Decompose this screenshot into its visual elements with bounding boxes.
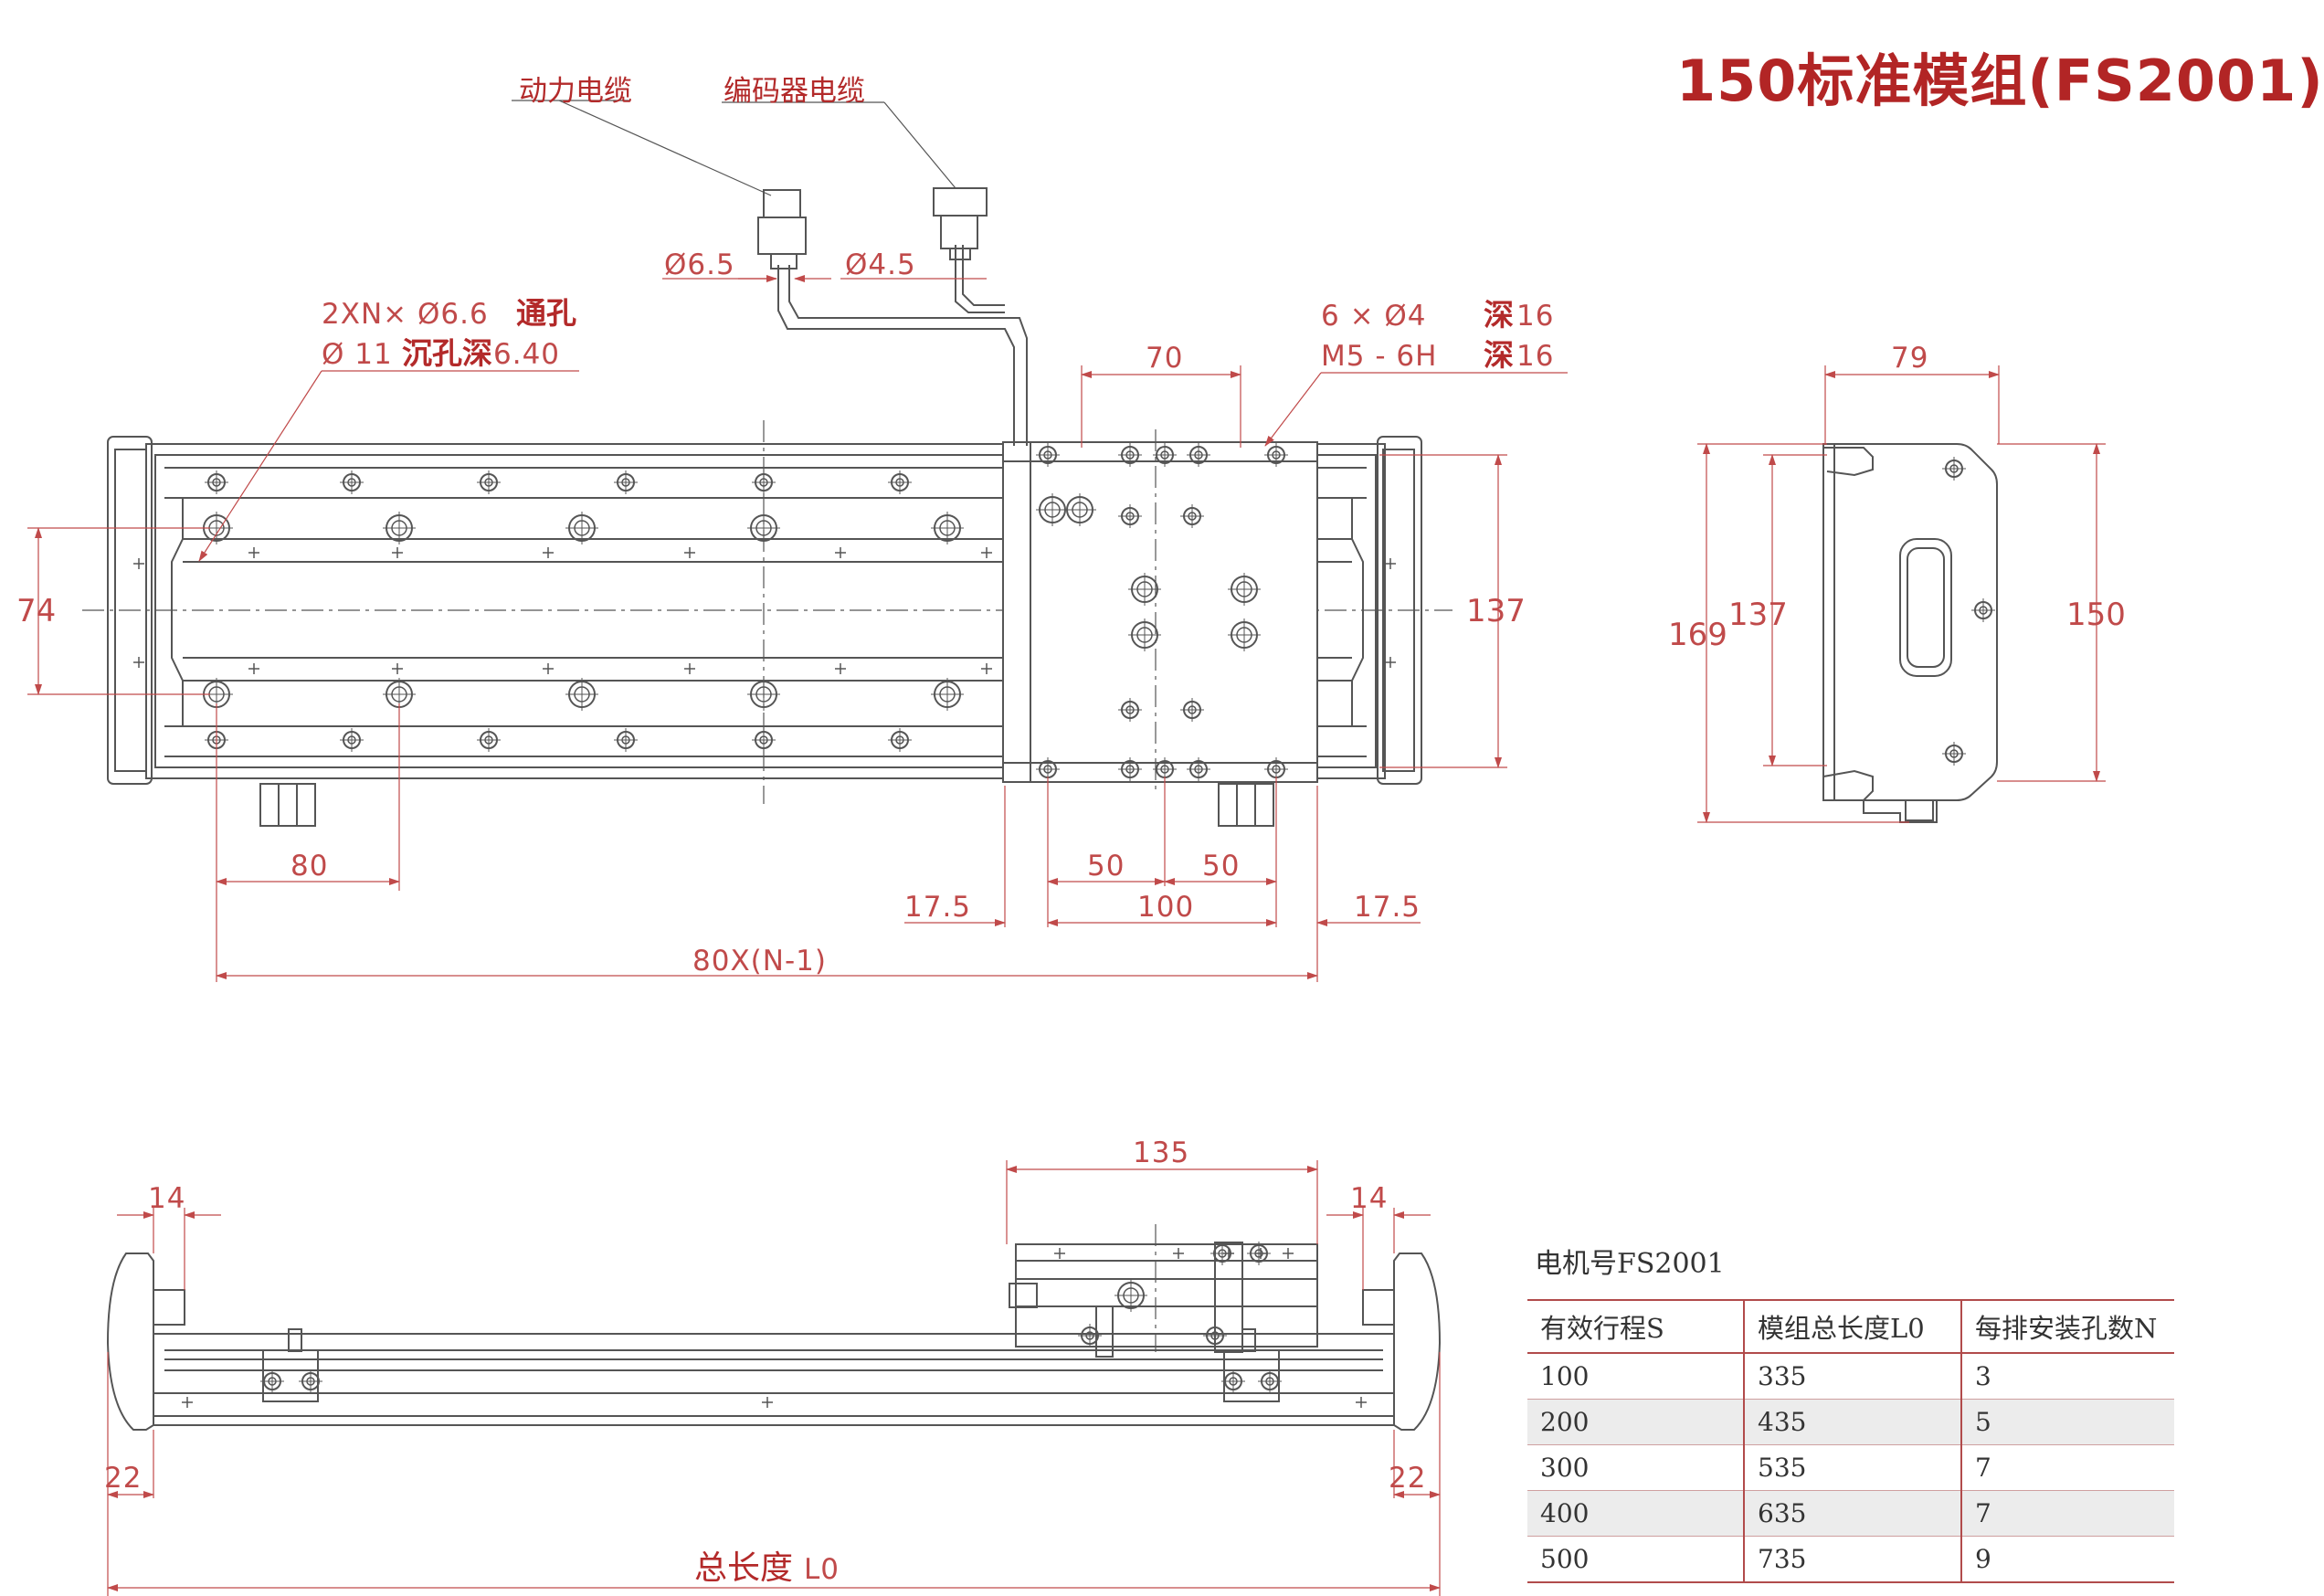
cell-holes: 3 bbox=[1960, 1353, 2174, 1400]
end-view-holes bbox=[1941, 456, 1996, 766]
cell-stroke: 500 bbox=[1527, 1536, 1744, 1583]
thread-note-1c: 16 bbox=[1516, 300, 1554, 333]
header-holes: 每排安装孔数N bbox=[1960, 1299, 2174, 1354]
technical-drawing: 动力电缆 编码器电缆 Ø6.5 Ø4.5 2XN× Ø6.6 通孔 Ø 11 沉… bbox=[16, 75, 2126, 1596]
table-row: 200 435 5 bbox=[1527, 1399, 2174, 1445]
cell-holes: 7 bbox=[1960, 1490, 2174, 1537]
drawing-title: 150标准模组(FS2001) bbox=[1676, 48, 2324, 114]
top-view-dim-text: 70 74 137 80 50 50 17.5 100 17.5 80X(N-1… bbox=[16, 342, 1526, 978]
cell-stroke: 300 bbox=[1527, 1444, 1744, 1491]
dim-100: 100 bbox=[1137, 891, 1194, 924]
thread-note-2b: 深 bbox=[1484, 337, 1514, 373]
hole-note-2c: 6.40 bbox=[493, 338, 560, 371]
top-view-callouts: 动力电缆 编码器电缆 Ø6.5 Ø4.5 2XN× Ø6.6 通孔 Ø 11 沉… bbox=[198, 75, 1568, 562]
cell-length: 735 bbox=[1743, 1536, 1961, 1583]
front-view bbox=[106, 1224, 1442, 1431]
dim-50-left: 50 bbox=[1087, 850, 1125, 883]
cell-length: 535 bbox=[1743, 1444, 1961, 1491]
top-view-dimensions bbox=[27, 365, 1507, 982]
spec-table: 有效行程S 模组总长度L0 每排安装孔数N 100 335 3 200 435 … bbox=[1527, 1299, 2174, 1583]
cell-length: 335 bbox=[1743, 1353, 1961, 1400]
table-row: 500 735 9 bbox=[1527, 1536, 2174, 1583]
top-view bbox=[82, 187, 1452, 827]
dim-135: 135 bbox=[1133, 1136, 1189, 1169]
dim-22-left: 22 bbox=[104, 1462, 142, 1495]
table-row: 100 335 3 bbox=[1527, 1353, 2174, 1400]
encoder-cable-label: 编码器电缆 bbox=[724, 75, 865, 108]
dim-17-5-right: 17.5 bbox=[1354, 891, 1421, 924]
dim-17-5-left: 17.5 bbox=[904, 891, 971, 924]
dim-14-left: 14 bbox=[148, 1182, 185, 1215]
front-view-dim-text: 135 14 14 22 22 总长度 L0 bbox=[104, 1136, 1426, 1587]
dim-22-right: 22 bbox=[1389, 1462, 1426, 1495]
cell-holes: 7 bbox=[1960, 1444, 2174, 1491]
front-view-dimensions bbox=[107, 1160, 1441, 1596]
hole-note-1b: 通孔 bbox=[516, 295, 576, 331]
total-length-label: 总长度 bbox=[694, 1549, 793, 1587]
table-row: 300 535 7 bbox=[1527, 1444, 2174, 1491]
dim-150: 150 bbox=[2066, 597, 2126, 633]
cell-stroke: 100 bbox=[1527, 1353, 1744, 1400]
dim-137-side: 137 bbox=[1728, 597, 1788, 633]
end-view bbox=[1822, 443, 1998, 823]
dim-79: 79 bbox=[1891, 342, 1928, 375]
dim-70: 70 bbox=[1146, 342, 1183, 375]
spec-table-caption: 电机号FS2001 bbox=[1535, 1248, 1725, 1280]
dim-50-right: 50 bbox=[1202, 850, 1240, 883]
header-stroke: 有效行程S bbox=[1527, 1299, 1744, 1354]
dim-80n: 80X(N-1) bbox=[692, 945, 827, 978]
cell-length: 635 bbox=[1743, 1490, 1961, 1537]
total-length-suffix: L0 bbox=[804, 1553, 840, 1586]
front-view-holes bbox=[181, 1241, 1368, 1409]
dim-169: 169 bbox=[1668, 617, 1727, 653]
thread-note-2a: M5 - 6H bbox=[1321, 340, 1437, 373]
end-view-dimensions bbox=[1697, 365, 2106, 823]
cell-stroke: 200 bbox=[1527, 1399, 1744, 1445]
dim-14-right: 14 bbox=[1350, 1182, 1388, 1215]
hole-note-2a: Ø 11 bbox=[322, 338, 393, 371]
table-row: 400 635 7 bbox=[1527, 1490, 2174, 1537]
end-view-dim-text: 79 169 137 150 bbox=[1668, 342, 2126, 653]
header-length: 模组总长度L0 bbox=[1743, 1299, 1961, 1354]
cell-holes: 5 bbox=[1960, 1399, 2174, 1445]
spec-table-header: 有效行程S 模组总长度L0 每排安装孔数N bbox=[1527, 1299, 2174, 1354]
cell-holes: 9 bbox=[1960, 1536, 2174, 1583]
cell-length: 435 bbox=[1743, 1399, 1961, 1445]
hole-note-2b: 沉孔深 bbox=[402, 335, 492, 371]
encoder-cable-diameter: Ø4.5 bbox=[845, 248, 916, 281]
hole-note-1a: 2XN× Ø6.6 bbox=[322, 298, 489, 331]
thread-note-2c: 16 bbox=[1516, 340, 1554, 373]
thread-note-1a: 6 × Ø4 bbox=[1321, 300, 1427, 333]
dim-74: 74 bbox=[16, 593, 56, 629]
power-cable-diameter: Ø6.5 bbox=[664, 248, 735, 281]
dim-137-top: 137 bbox=[1466, 593, 1526, 629]
power-cable-label: 动力电缆 bbox=[519, 75, 632, 108]
dim-80: 80 bbox=[290, 850, 328, 883]
thread-note-1b: 深 bbox=[1484, 297, 1514, 333]
cell-stroke: 400 bbox=[1527, 1490, 1744, 1537]
